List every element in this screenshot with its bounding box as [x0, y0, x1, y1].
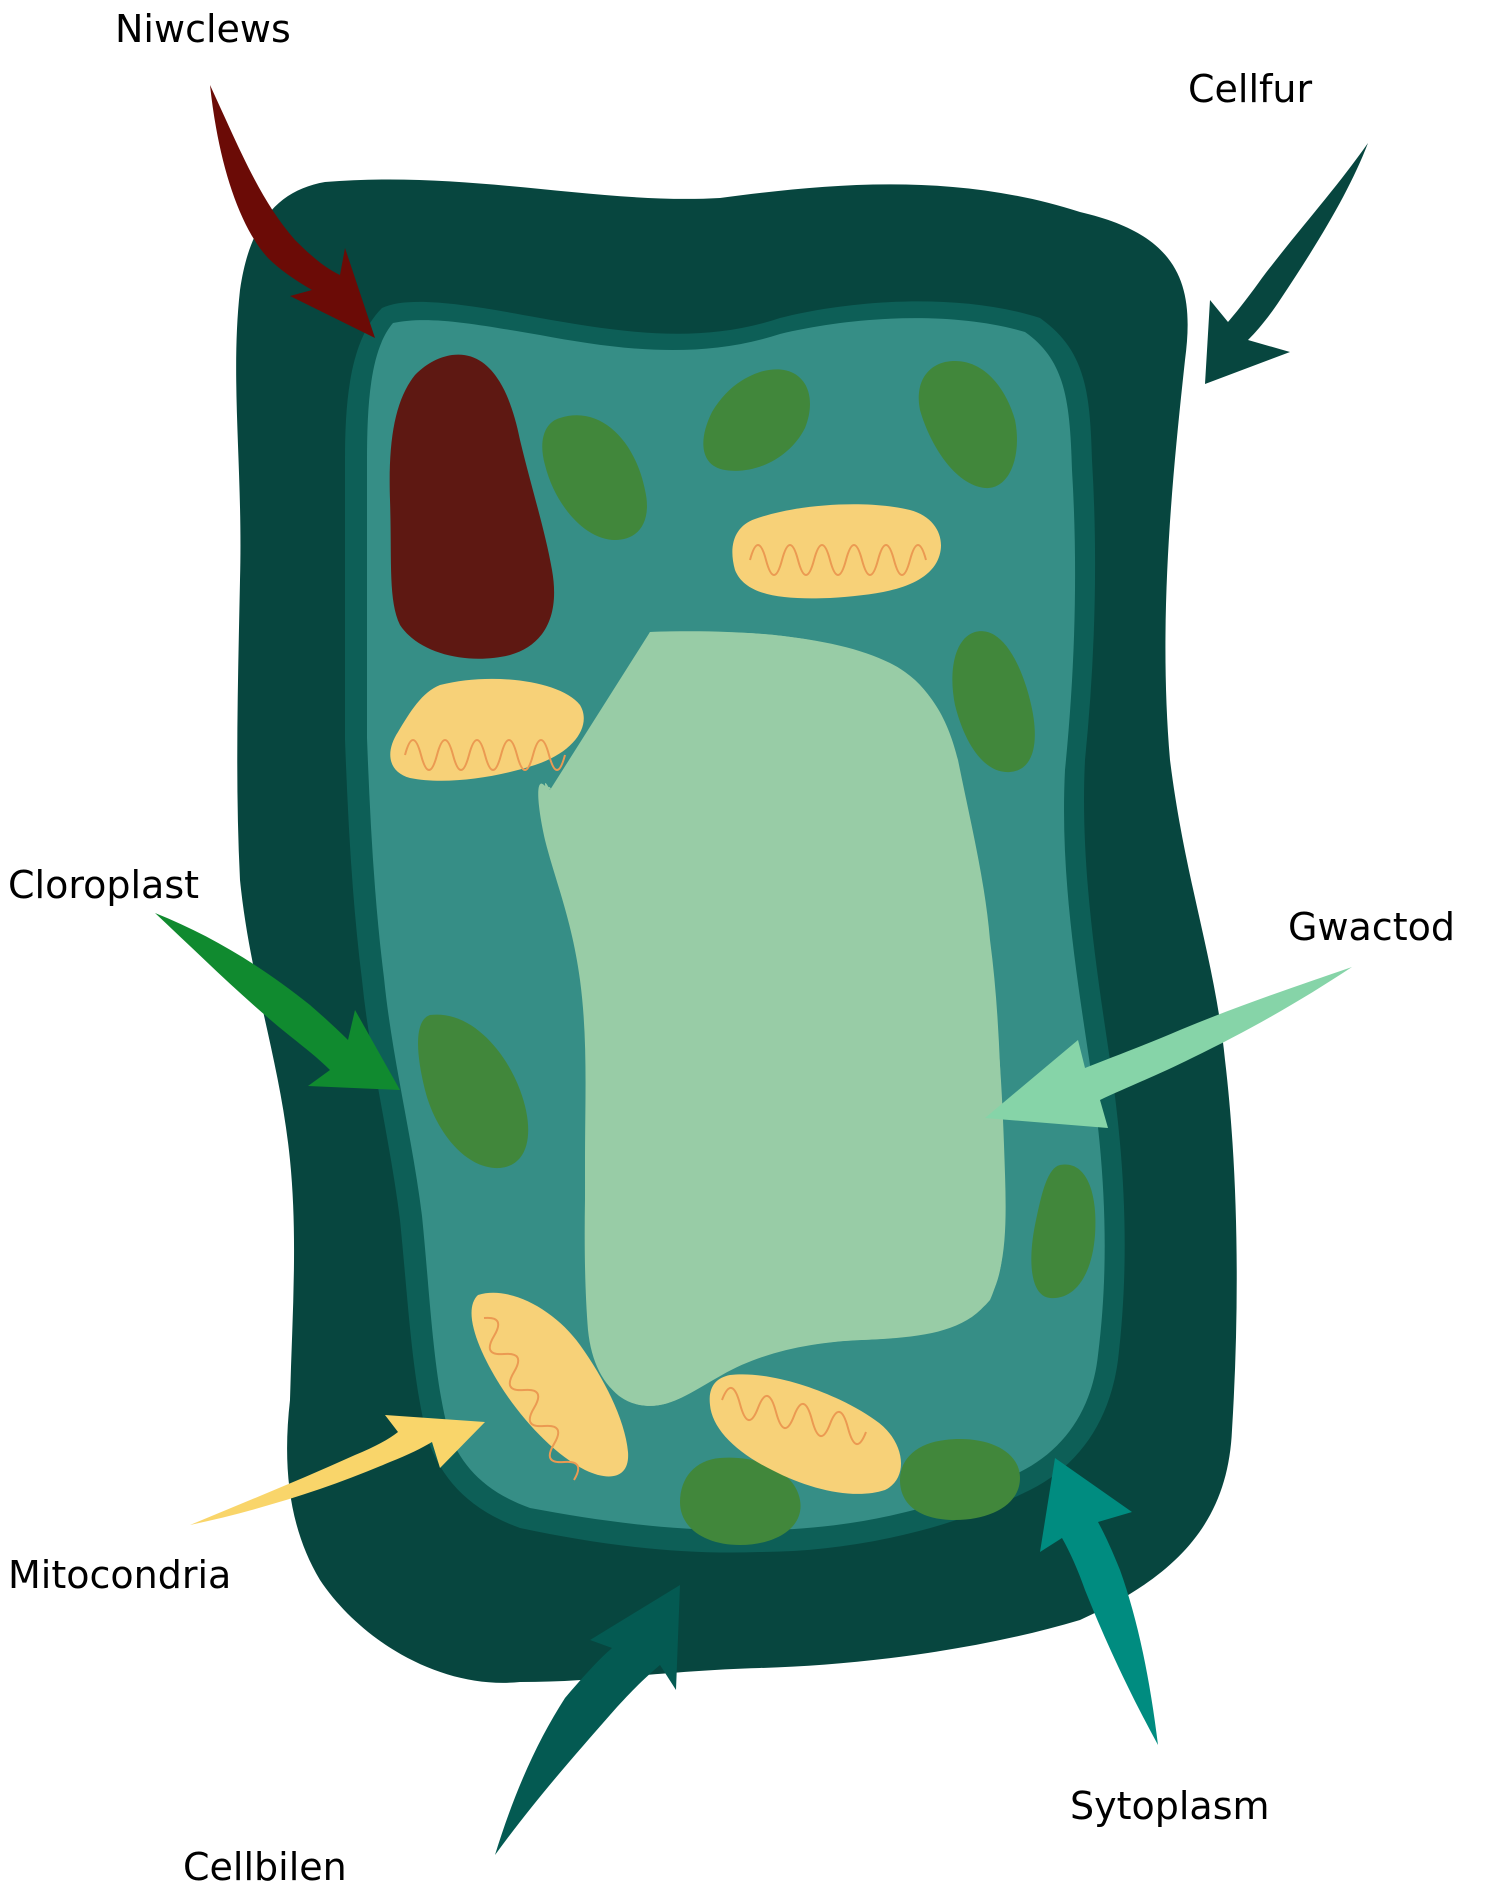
- chloroplast-label: Cloroplast: [8, 866, 199, 904]
- cytoplasm-label: Sytoplasm: [1070, 1787, 1270, 1825]
- mitochondria-label: Mitocondria: [8, 1556, 231, 1594]
- vacuole-label: Gwactod: [1288, 908, 1455, 946]
- cell-wall-arrow: [1205, 143, 1368, 384]
- cell-membrane-label: Cellbilen: [183, 1848, 347, 1886]
- cell-wall-label: Cellfur: [1188, 70, 1312, 108]
- nucleus-label: Niwclews: [115, 10, 291, 48]
- chloroplast: [900, 1439, 1020, 1520]
